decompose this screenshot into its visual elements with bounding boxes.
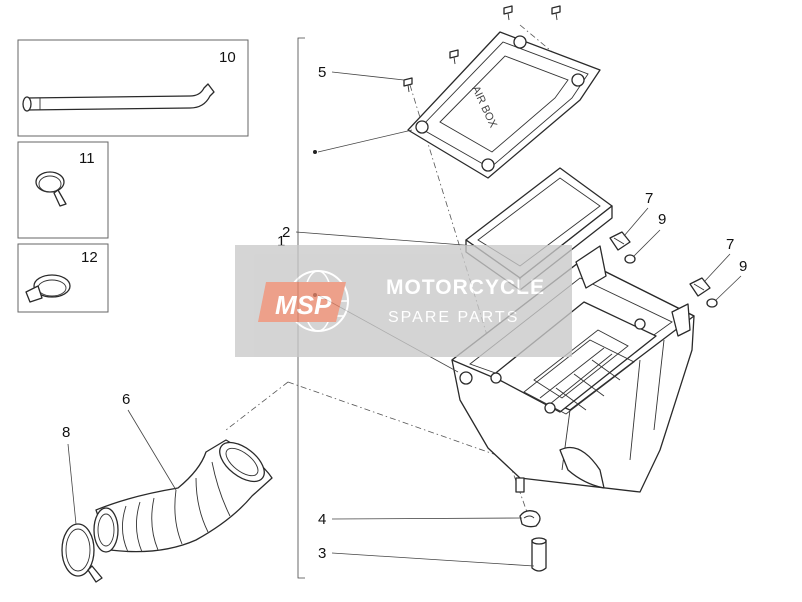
callout-7b: 7	[726, 236, 734, 253]
vent-hose	[25, 83, 215, 111]
clip-7-right	[689, 277, 711, 297]
callout-9a: 9	[658, 211, 666, 228]
callout-4: 4	[318, 511, 326, 528]
lid-screws	[403, 5, 561, 93]
watermark: MSP MOTORCYCLE SPARE PARTS	[235, 245, 572, 357]
screw-9-left	[624, 254, 636, 264]
drain-plug-3	[531, 537, 547, 572]
airbox-lid: AIR BOX	[407, 31, 601, 179]
screw-9-right	[706, 298, 718, 308]
callout-6: 6	[122, 391, 130, 408]
callout-7a: 7	[645, 190, 653, 207]
watermark-line1: MOTORCYCLE	[386, 276, 545, 299]
intake-duct-6	[93, 439, 273, 553]
inset-box-hose: 10	[17, 39, 249, 137]
watermark-line2: SPARE PARTS	[388, 309, 519, 326]
callout-9b: 9	[739, 258, 747, 275]
hose-clamp-12	[33, 274, 71, 298]
inset-box-clamp: 12	[17, 243, 109, 313]
callout-2: 2	[282, 224, 290, 241]
hose-clamp-8	[61, 523, 103, 583]
clip-7-left	[609, 231, 631, 251]
callout-11: 11	[79, 150, 95, 167]
watermark-logo-text: MSP	[275, 290, 332, 320]
callout-12: 12	[81, 249, 98, 266]
callout-1: 1	[277, 233, 285, 250]
hose-clip-11	[35, 171, 65, 193]
drain-clamp-4	[519, 510, 541, 528]
callout-3: 3	[318, 545, 326, 562]
callout-8: 8	[62, 424, 70, 441]
watermark-logo-badge	[258, 282, 346, 322]
callout-10: 10	[219, 49, 236, 66]
callout-5: 5	[318, 64, 326, 81]
inset-box-clip: 11	[17, 141, 109, 239]
